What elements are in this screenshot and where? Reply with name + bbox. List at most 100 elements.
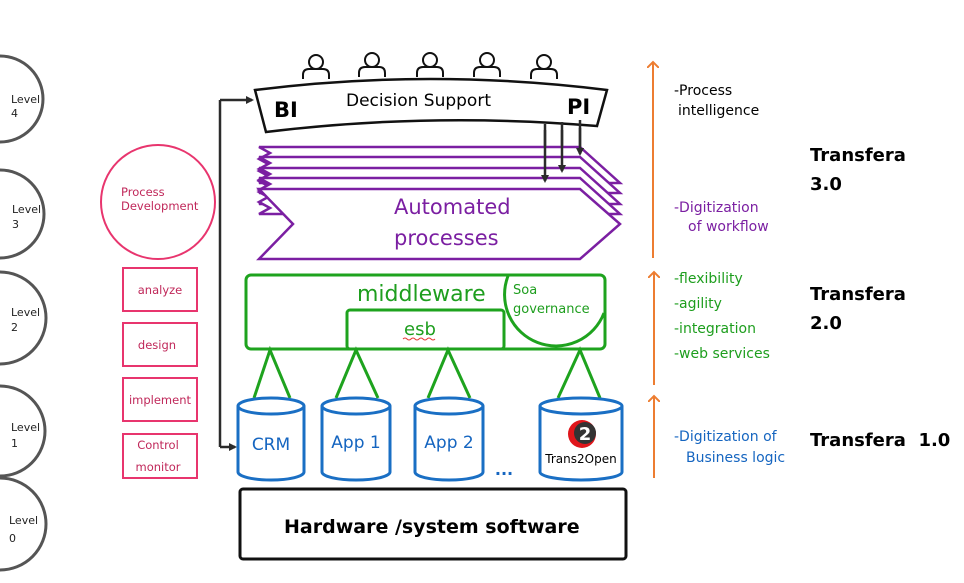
user-icon (358, 52, 386, 77)
app-trans2open: 2 Trans2Open (538, 396, 624, 482)
version-2-line2: 2.0 (810, 313, 842, 334)
level-number: 2 (11, 321, 18, 334)
level-4-indicator: Level 4 (0, 54, 45, 144)
benefit-level4-line1: -Process (674, 83, 732, 99)
svg-text:2: 2 (579, 424, 592, 445)
level-1-indicator: Level 1 (0, 384, 47, 478)
versions: Transfera 3.0 Transfera 2.0 Transfera 1.… (810, 145, 950, 451)
version-2-line1: Transfera (810, 284, 906, 305)
step-label: analyze (138, 283, 183, 297)
level-label: Level (9, 514, 38, 527)
cylinder-body (320, 406, 392, 482)
decision-support-title: Decision Support (346, 91, 491, 111)
step-label-line1: Control (137, 438, 179, 452)
level-number: 0 (9, 532, 16, 545)
version-3-line1: Transfera (810, 145, 906, 166)
level-2-indicator: Level 2 (0, 270, 48, 366)
benefit-level1-line1: -Digitization of (674, 429, 778, 445)
decision-support: Decision Support BI PI (253, 52, 609, 183)
pi-label: PI (567, 95, 590, 119)
user-icon (530, 54, 558, 79)
level-label: Level (11, 306, 40, 319)
user-icon (473, 52, 501, 77)
level-label: Level (12, 203, 41, 216)
benefit-level2-item: -flexibility (674, 271, 743, 287)
benefits: -Process intelligence -Digitization of w… (674, 83, 785, 466)
app-1: App 1 (320, 396, 392, 482)
users-group (302, 52, 558, 79)
level-number: 3 (12, 218, 19, 231)
decision-support-banner (253, 77, 609, 134)
middleware: middleware esb Soa governance (244, 273, 607, 351)
step-label: implement (129, 393, 192, 407)
cylinder-body (413, 406, 485, 482)
trans2open-logo-icon: 2 (568, 420, 596, 448)
automated-processes-line1: Automated (394, 195, 511, 219)
cylinder-body (236, 406, 306, 482)
process-development: Process Development analyze design imple… (100, 144, 216, 479)
level-arc (0, 270, 48, 366)
applications: CRM App 1 App 2 ... 2 Trans2Open (236, 396, 624, 482)
level-3-indicator: Level 3 (0, 168, 46, 260)
level-number: 1 (11, 437, 18, 450)
process-development-circle (100, 144, 216, 260)
spellcheck-underline (402, 337, 436, 341)
step-analyze: analyze (122, 267, 198, 312)
cylinder-top (413, 396, 485, 416)
esb-box (345, 308, 506, 351)
app-connectors (252, 345, 602, 399)
step-box (122, 377, 198, 422)
app-label: CRM (252, 435, 290, 455)
app-crm: CRM (236, 396, 306, 482)
soa-governance-arc (503, 275, 606, 348)
hardware-box (238, 487, 628, 561)
cylinder-top (236, 396, 306, 416)
app-label: App 1 (331, 433, 380, 453)
level-number: 4 (11, 107, 18, 120)
process-development-title-line1: Process (121, 185, 165, 199)
maturity-arrows (653, 62, 654, 478)
level-label: Level (11, 421, 40, 434)
benefit-level2-item: -integration (674, 321, 756, 337)
benefit-level3-line2: of workflow (688, 219, 769, 235)
user-icon (302, 54, 330, 79)
benefit-level2-item: -agility (674, 296, 722, 312)
app-label: App 2 (424, 433, 473, 453)
version-3-line2: 3.0 (810, 174, 842, 195)
benefit-level2-item: -web services (674, 346, 770, 362)
soa-label-line1: Soa (513, 283, 537, 298)
benefit-level3-line1: -Digitization (674, 200, 759, 216)
cylinder-top (538, 396, 624, 416)
benefit-level4-line2: intelligence (678, 103, 759, 119)
bi-label: BI (274, 98, 298, 122)
process-development-title-line2: Development (121, 199, 199, 213)
soa-label-line2: governance (513, 302, 590, 317)
step-box (122, 433, 198, 479)
step-label: design (138, 338, 176, 352)
hardware-layer: Hardware /system software (238, 487, 628, 561)
level-0-indicator: Level 0 (0, 476, 48, 572)
automated-processes: Automated processes (256, 128, 624, 261)
user-icon (416, 52, 444, 77)
level-indicators: Level 4 Level 3 Level 2 Level 1 Level 0 (0, 54, 48, 572)
esb-label: esb (404, 319, 436, 340)
level-arc (0, 54, 45, 144)
step-implement: implement (122, 377, 198, 422)
version-1-label: Transfera 1.0 (810, 430, 950, 451)
app-2: App 2 (413, 396, 485, 482)
step-box (122, 322, 198, 367)
level-arc (0, 168, 46, 260)
step-control-monitor: Control monitor (122, 433, 198, 479)
level-label: Level (11, 93, 40, 106)
step-design: design (122, 322, 198, 367)
benefit-level1-line2: Business logic (686, 450, 785, 466)
step-label-line2: monitor (136, 460, 181, 474)
more-apps-ellipsis: ... (495, 460, 513, 479)
process-main-chevron (256, 187, 622, 261)
process-connector (218, 96, 254, 451)
level-arc (0, 384, 47, 478)
hardware-label: Hardware /system software (284, 516, 580, 538)
cylinder-top (320, 396, 392, 416)
automated-processes-line2: processes (394, 226, 499, 250)
